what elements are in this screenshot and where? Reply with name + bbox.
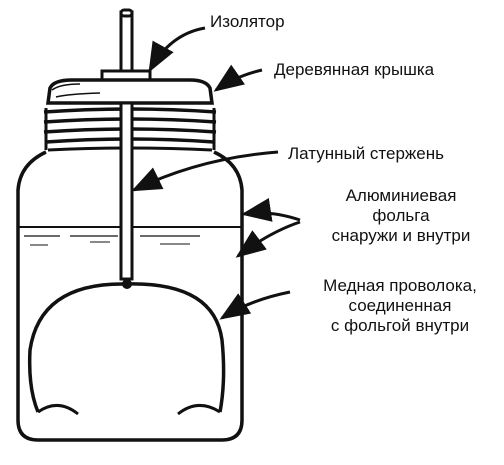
foil-inside-arrow — [235, 220, 301, 258]
copper-wire-arrow — [219, 290, 291, 320]
copper-wire-line-1: Медная проволока, — [323, 276, 477, 295]
foil-outside-arrow — [241, 198, 301, 222]
insulator-arrow — [148, 26, 206, 73]
copper-wire-label: Медная проволока, соединенная с фольгой … — [300, 276, 500, 336]
wooden-lid-label: Деревянная крышка — [274, 60, 435, 79]
copper-wire-line-3: с фольгой внутри — [330, 316, 470, 335]
wooden-lid — [46, 78, 214, 105]
copper-wire — [27, 282, 226, 416]
jar-body — [16, 150, 244, 442]
aluminum-foil-line-3: снаружи и внутри — [331, 226, 471, 245]
pointer-arrows — [131, 26, 301, 320]
copper-wire-line-2: соединенная — [348, 296, 452, 315]
brass-rod-arrow — [131, 150, 279, 192]
insulator-label: Изолятор — [210, 12, 285, 31]
aluminum-foil-line-2: фольга — [372, 206, 430, 225]
aluminum-foil-line-1: Алюминиевая — [345, 186, 457, 205]
wooden-lid-arrow — [213, 64, 263, 92]
aluminum-foil-label: Алюминиевая фольга снаружи и внутри — [306, 186, 496, 246]
brass-rod-label: Латунный стержень — [288, 144, 445, 163]
rod-top — [119, 8, 134, 76]
brass-rod — [119, 101, 134, 289]
